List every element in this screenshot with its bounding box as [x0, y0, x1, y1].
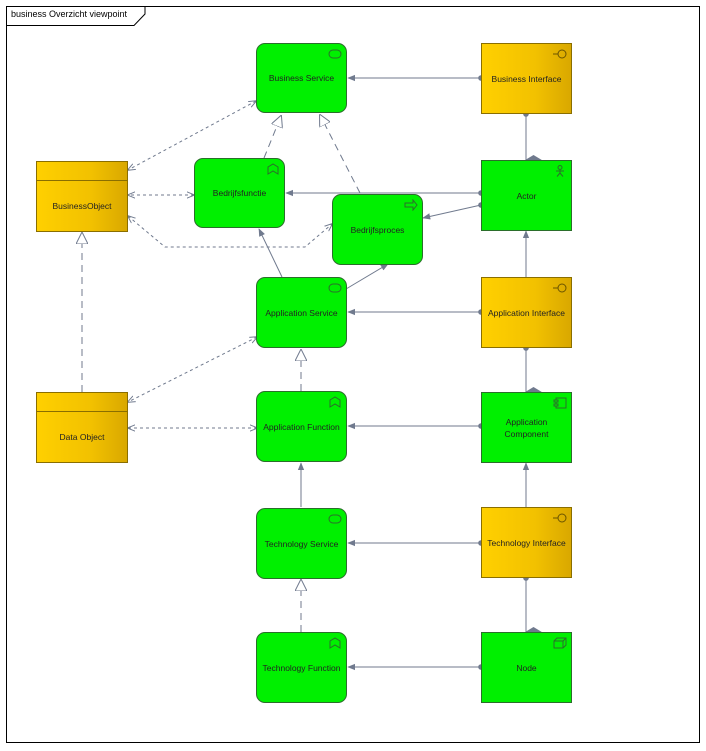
- node-label: Node: [516, 662, 537, 673]
- frame-title-tab: [6, 6, 146, 26]
- technology-function-label: Technology Function: [262, 662, 341, 673]
- diagram-frame: [6, 6, 700, 743]
- function-icon: [329, 396, 341, 408]
- service-icon: [328, 49, 342, 59]
- application-function-label: Application Function: [263, 421, 340, 432]
- rel-as-bf: [258, 228, 283, 278]
- business-service-label: Business Service: [268, 73, 335, 83]
- data-object-header: [37, 393, 127, 412]
- interface-icon: [553, 283, 567, 293]
- application-service-label: Application Service: [265, 307, 338, 318]
- bedrijfsfunctie-label: Bedrijfsfunctie: [212, 188, 267, 198]
- application-component[interactable]: Application Component: [481, 392, 572, 463]
- business-object-label: BusinessObject: [52, 201, 112, 211]
- node-icon: [553, 637, 567, 649]
- function-icon: [267, 163, 279, 175]
- diagram-title: business Overzicht viewpoint: [11, 9, 128, 19]
- node[interactable]: Node: [481, 632, 572, 703]
- business-interface-label: Business Interface: [491, 73, 562, 84]
- rel-bp-bo: [128, 216, 332, 248]
- component-icon: [553, 397, 567, 409]
- service-icon: [328, 514, 342, 524]
- rel-bp-bs: [320, 115, 361, 194]
- rel-actor-bp: [422, 202, 484, 220]
- interface-icon: [553, 49, 567, 59]
- rel-as-bp: [345, 263, 389, 290]
- data-object-label: Data Object: [59, 432, 105, 442]
- application-interface-label: Application Interface: [487, 307, 566, 318]
- rel-bf-bs: [263, 116, 281, 159]
- function-icon: [329, 637, 341, 649]
- actor-icon: [556, 165, 564, 177]
- application-service[interactable]: Application Service: [256, 277, 347, 348]
- rel-as-do: [128, 337, 257, 402]
- actor-label: Actor: [516, 190, 537, 201]
- interface-icon: [553, 513, 567, 523]
- business-service[interactable]: Business Service: [256, 43, 347, 113]
- application-function[interactable]: Application Function: [256, 391, 347, 462]
- data-object[interactable]: Data Object: [36, 392, 128, 463]
- technology-interface-label: Technology Interface: [487, 537, 566, 548]
- bedrijfsfunctie[interactable]: Bedrijfsfunctie: [194, 158, 285, 228]
- application-interface[interactable]: Application Interface: [481, 277, 572, 348]
- technology-service[interactable]: Technology Service: [256, 508, 347, 579]
- technology-service-label: Technology Service: [264, 538, 339, 549]
- technology-interface[interactable]: Technology Interface: [481, 507, 572, 578]
- process-icon: [404, 199, 418, 211]
- technology-function[interactable]: Technology Function: [256, 632, 347, 703]
- rel-bs-bo: [128, 101, 256, 170]
- business-object[interactable]: BusinessObject: [36, 161, 128, 232]
- business-object-header: [37, 162, 127, 181]
- application-component-label: Application Component: [504, 416, 549, 439]
- business-interface[interactable]: Business Interface: [481, 43, 572, 114]
- bedrijfsproces[interactable]: Bedrijfsproces: [332, 194, 423, 265]
- bedrijfsproces-label: Bedrijfsproces: [350, 224, 405, 235]
- actor[interactable]: Actor: [481, 160, 572, 231]
- service-icon: [328, 283, 342, 293]
